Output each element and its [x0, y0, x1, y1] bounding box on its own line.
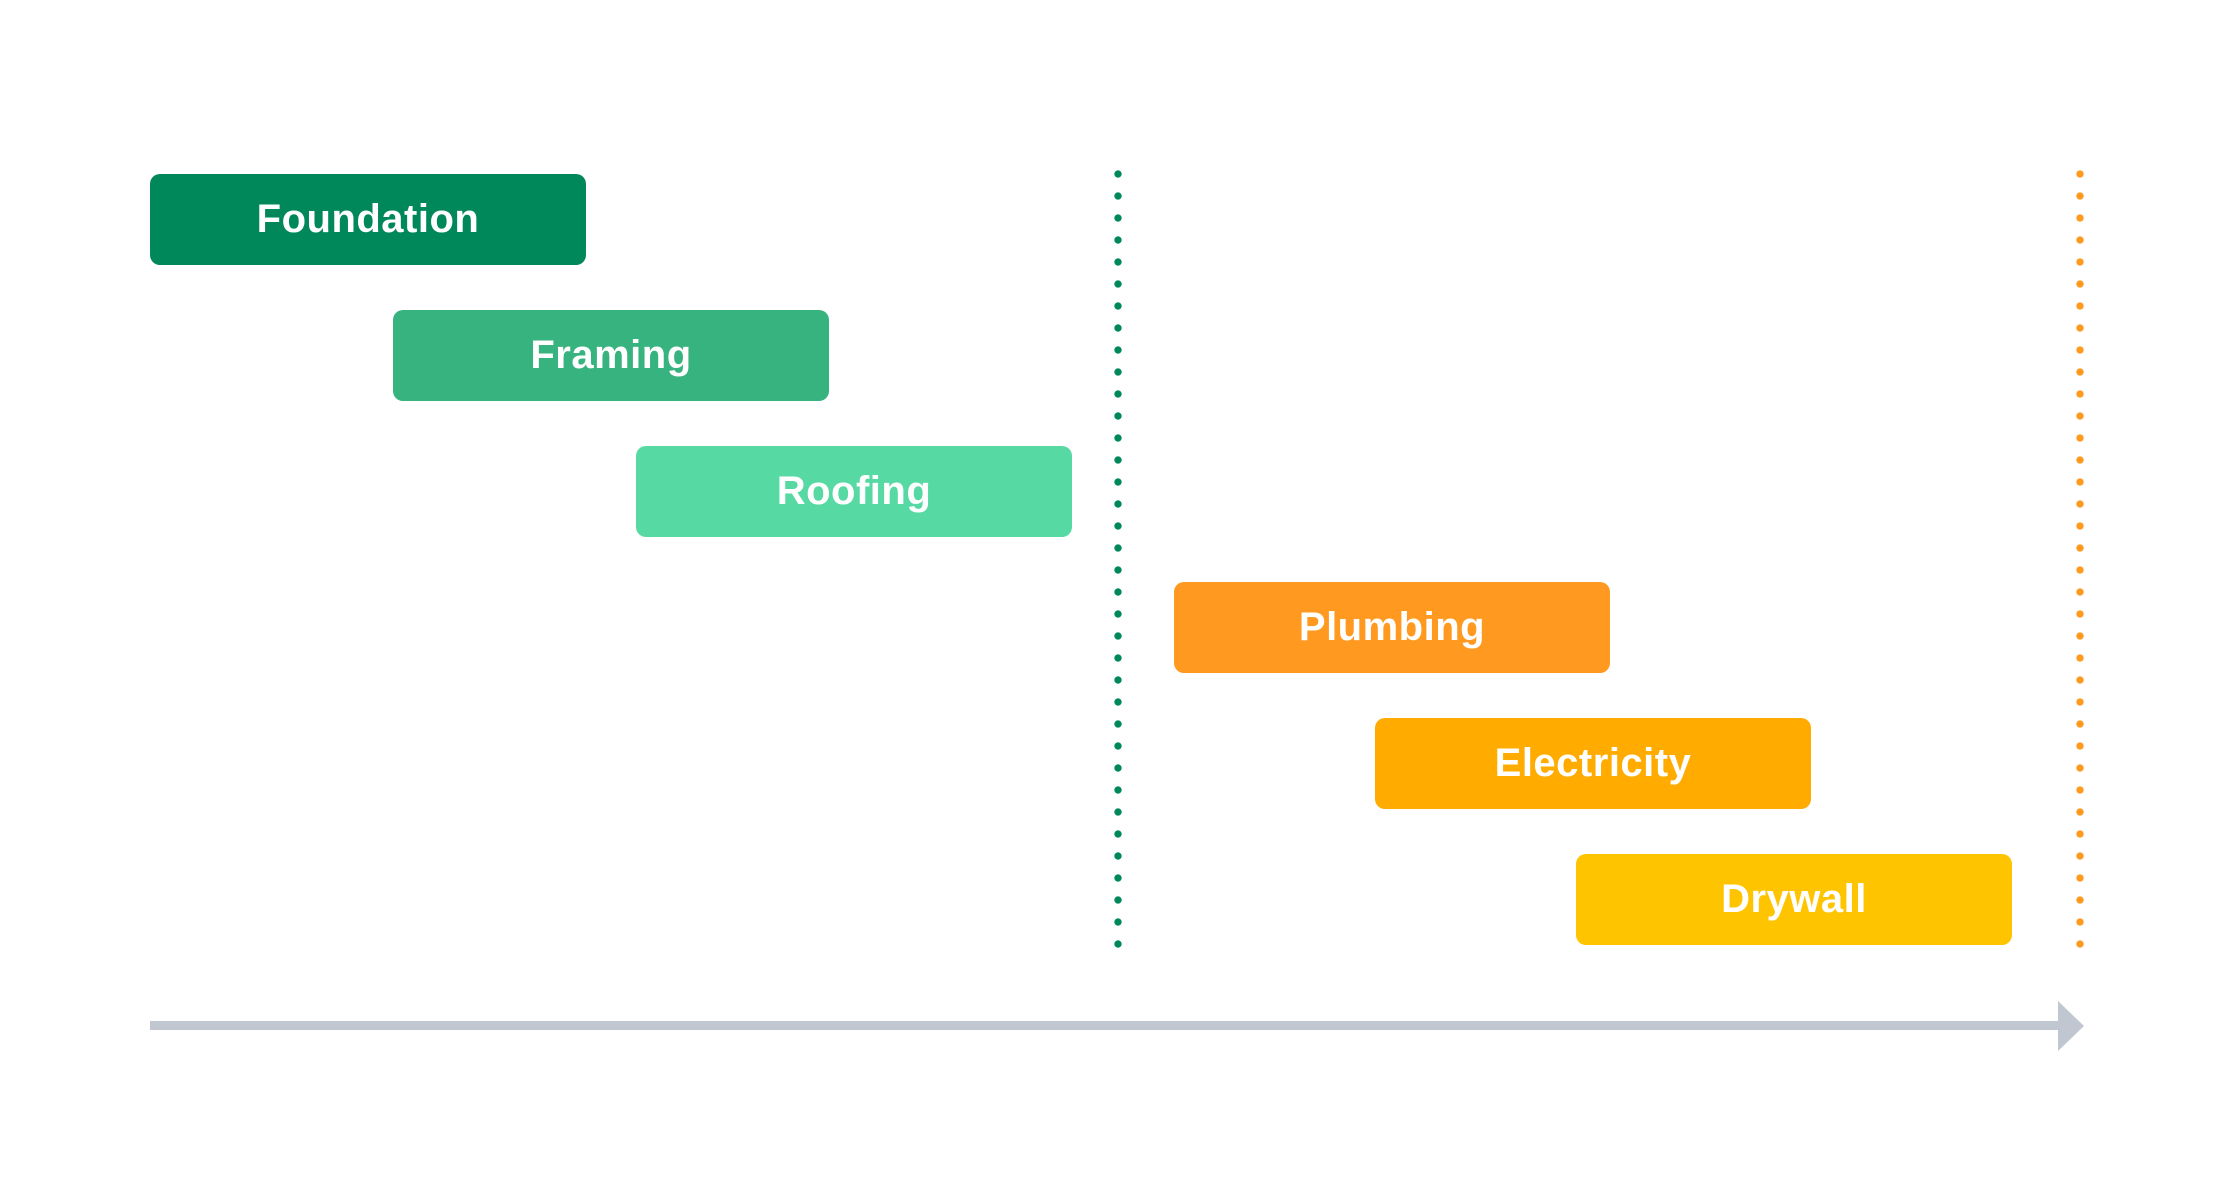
task-bar-roofing: Roofing: [636, 446, 1072, 537]
task-label-plumbing: Plumbing: [1298, 605, 1486, 649]
timeline-arrow-shaft: [150, 1021, 2058, 1030]
task-label-foundation: Foundation: [256, 197, 480, 241]
task-bar-plumbing: Plumbing: [1174, 582, 1610, 673]
task-bar-drywall: Drywall: [1576, 854, 2012, 945]
task-bar-framing: Framing: [393, 310, 829, 401]
task-label-electricity: Electricity: [1494, 741, 1692, 785]
task-bar-electricity: Electricity: [1375, 718, 1811, 809]
task-label-drywall: Drywall: [1721, 877, 1867, 921]
task-label-framing: Framing: [530, 333, 692, 377]
task-label-roofing: Roofing: [776, 469, 932, 513]
milestone-dotted-line-orange: [2076, 163, 2084, 956]
timeline-arrowhead-icon: [2058, 1001, 2084, 1051]
task-bar-foundation: Foundation: [150, 174, 586, 265]
milestone-dotted-line-green: [1114, 163, 1122, 956]
